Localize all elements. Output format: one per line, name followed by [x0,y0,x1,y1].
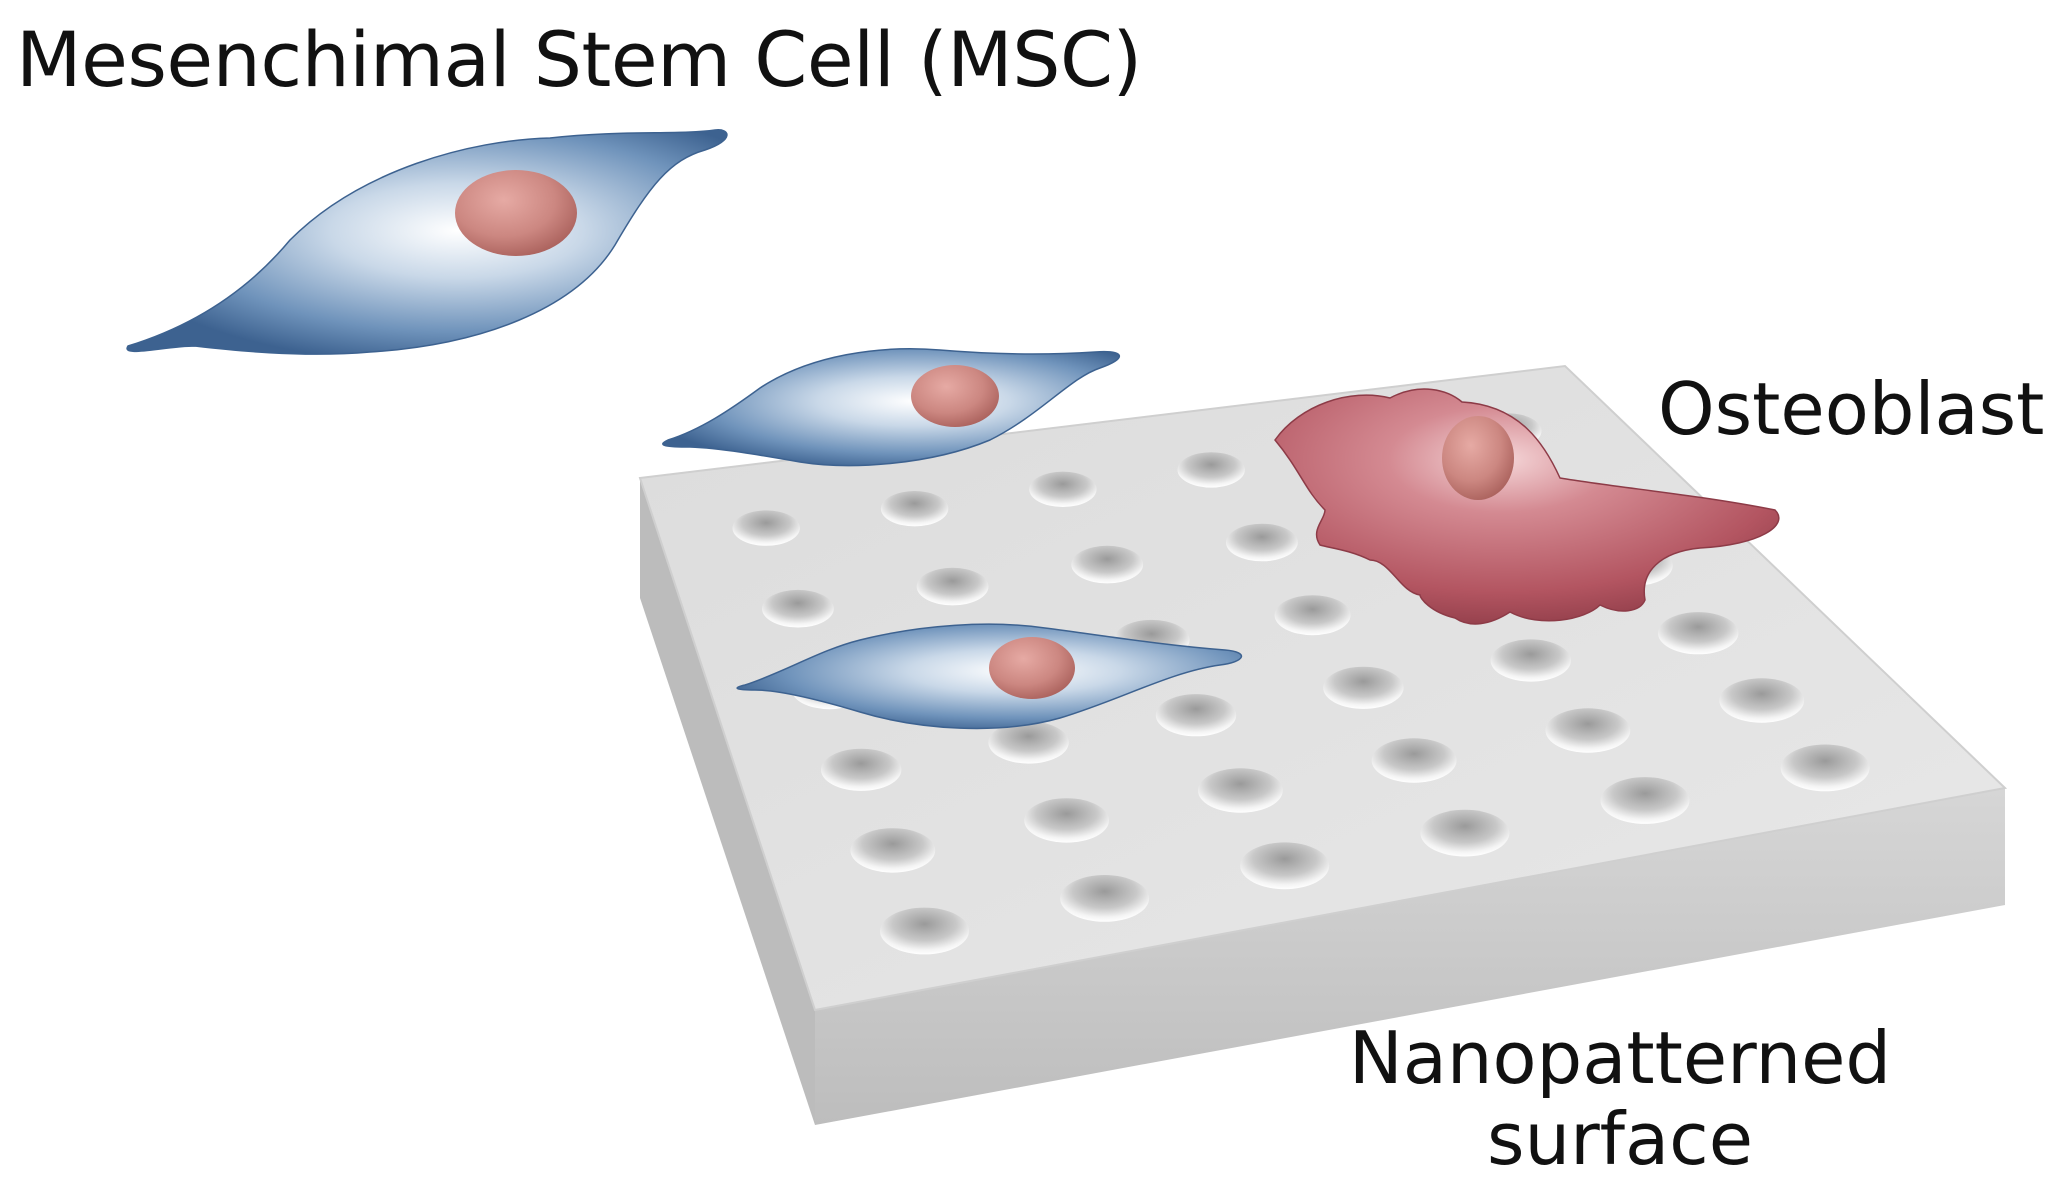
msc-cell-nucleus [455,170,577,256]
osteoblast-nucleus [1442,416,1514,500]
surface-pit [1240,842,1330,890]
msc-cell-medium [662,348,1121,467]
surface-pit [1420,809,1510,857]
surface-front-side [815,788,2005,1125]
surface-pit [880,491,949,527]
msc-cell-body [662,348,1121,467]
surface-pit [1060,875,1150,922]
osteoblast-label: Osteoblast [1658,367,2045,451]
osteoblast-body [1274,388,1780,625]
surface-pit [1545,708,1631,753]
surface-pit [1780,744,1870,792]
surface-pit [1371,738,1457,783]
surface-pit [1071,545,1144,584]
msc-cell-small [736,623,1242,730]
surface-pit [850,828,936,873]
surface-label-line-2: surface [1486,1096,1754,1181]
surface-pit [1024,798,1109,843]
surface-pit [1490,639,1572,682]
surface-pit [1177,452,1245,488]
surface-pit [821,748,902,791]
surface-pit [1600,777,1690,824]
surface-pit [762,589,834,628]
surface-pit [1029,471,1097,507]
surface-pit [916,567,989,606]
osteoblast-cell [1274,388,1780,625]
nanopatterned-surface-label: Nanopatterned surface [1330,1018,1910,1179]
surface-pit [1274,595,1351,636]
surface-pit [988,721,1069,764]
surface-pit [1226,523,1298,562]
surface-pit [880,907,969,955]
surface-left-side [640,478,815,1125]
surface-label-line-1: Nanopatterned [1348,1016,1892,1100]
surface-pit [1719,678,1805,723]
msc-cell-large [126,129,728,355]
msc-cell-body [736,623,1242,730]
msc-cell-body [126,129,728,355]
surface-pit [732,510,800,546]
surface-pit [1198,768,1283,813]
surface-pit [1658,612,1739,655]
surface-pit [1155,694,1237,737]
msc-cell-nucleus [911,365,999,427]
msc-cell-nucleus [989,637,1075,699]
msc-label: Mesenchimal Stem Cell (MSC) [16,15,1142,104]
surface-pit [1323,666,1404,709]
